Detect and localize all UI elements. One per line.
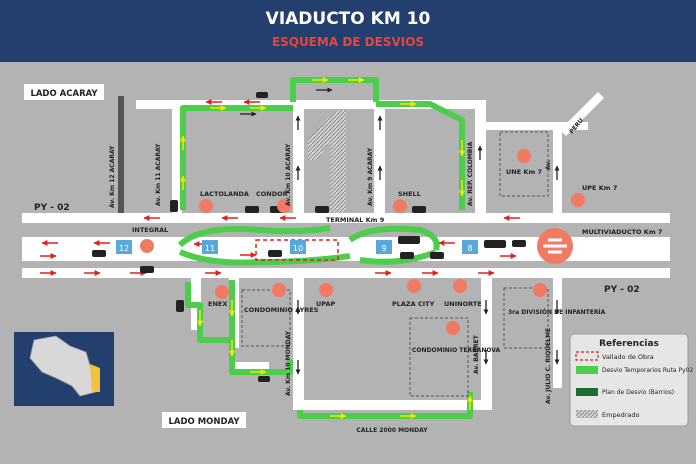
place-enex: ENEX	[208, 300, 227, 308]
vehicles	[92, 92, 526, 382]
node-label: 12	[119, 244, 129, 253]
place-upap: UPAP	[316, 300, 335, 308]
place-une: UNE Km 7	[506, 168, 542, 176]
street-av: Av.	[545, 160, 552, 170]
traffic-arrows-red	[40, 99, 520, 276]
node-label: 11	[205, 244, 215, 253]
map-subtitle: ESQUEMA DE DESVIOS	[272, 35, 424, 49]
street-riquelme: Av. JULIO C. RIQUELME	[545, 328, 552, 404]
label-py02-left: PY - 02	[34, 203, 70, 213]
road-km12	[118, 96, 124, 213]
street-km12: Av. Km 12 ACARAY	[109, 145, 116, 208]
poi-markers	[140, 149, 585, 335]
street-km10-monday: Av. Km 10 MONDAY	[285, 330, 292, 396]
place-integral: INTEGRAL	[132, 226, 168, 234]
label-multiviaducto: MULTIVIADUCTO Km 7	[582, 228, 662, 236]
label-py02-right: PY - 02	[604, 285, 640, 295]
legend-swatch-cobble	[576, 410, 598, 418]
detour-arrows-yellow	[180, 77, 473, 419]
street-km10-acaray: Av. Km 10 ACARAY	[285, 143, 292, 206]
place-condominio-ayres: CONDOMINIO AYRES	[244, 306, 319, 314]
legend-item-label: Empedrado	[602, 411, 639, 419]
node-label: 9	[381, 244, 386, 253]
legend-box	[569, 333, 689, 427]
place-plaza-city: PLAZA CITY	[392, 300, 435, 308]
street-km11: Av. Km 11 ACARAY	[155, 143, 162, 206]
node-label: 10	[293, 244, 303, 253]
legend-item-label: Vallado de Obra	[602, 353, 654, 361]
alto-parana-region	[90, 364, 100, 392]
place-shell: SHELL	[398, 190, 421, 198]
legend-swatch-plan	[576, 388, 598, 396]
legend-item-label: Plan de Desvio (Barrios)	[602, 389, 674, 396]
place-condor: CONDOR	[256, 190, 288, 198]
node-label: 8	[467, 244, 472, 253]
street-barret: Av. BARRET	[473, 334, 480, 374]
legend-swatch-detour	[576, 366, 598, 374]
traffic-arrows-black	[240, 87, 560, 375]
property-outlines	[241, 131, 549, 397]
cobblestone-area	[308, 110, 346, 213]
road-peru	[560, 92, 604, 136]
side-label-box	[162, 412, 246, 428]
street-km9: Av. Km 9 ACARAY	[367, 147, 374, 206]
header-bar	[0, 0, 696, 62]
legend-title: Referencias	[599, 339, 659, 349]
label-terminal: TERMINAL Km 9	[326, 216, 385, 224]
side-acaray: LADO ACARAY	[30, 89, 98, 99]
place-uninorte: UNINORTE	[444, 300, 482, 308]
place-upe: UPE Km 7	[582, 184, 617, 192]
place-condominio-terranova: CONDOMINIO TERRANOVA	[412, 347, 501, 354]
legend: Referencias Vallado de Obra Desvio Tempo…	[569, 333, 694, 427]
street-calle2000: CALLE 2000 MONDAY	[356, 427, 428, 434]
interchange-nodes: 12 11 10 9 8	[116, 240, 478, 254]
map-title: VIADUCTO KM 10	[266, 9, 431, 29]
side-monday: LADO MONDAY	[168, 417, 240, 427]
legend-item-label: Desvio Temporarios Ruta Py02	[602, 367, 694, 374]
bridge-glyph	[543, 238, 567, 254]
construction-fence	[255, 239, 339, 261]
paraguay-shape	[29, 335, 97, 397]
side-label-box	[24, 84, 104, 100]
street-colombia: Av. REP. COLOMBIA	[467, 141, 474, 206]
place-lactolanda: LACTOLANDA	[200, 190, 249, 198]
place-infanteria: 3ra DIVISIÓN DE INFANTERÍA	[508, 308, 606, 316]
legend-swatch-fence	[575, 351, 599, 361]
